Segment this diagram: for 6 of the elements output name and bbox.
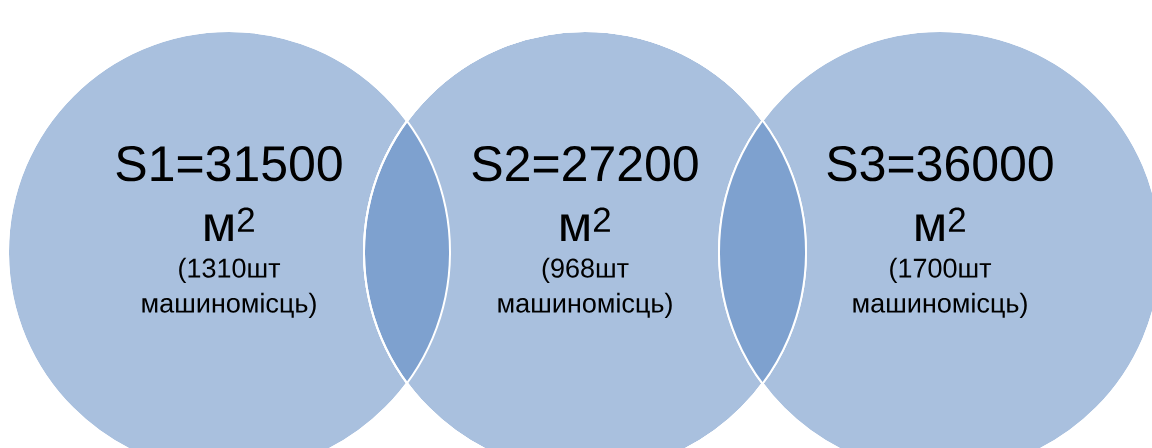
circle-caption: (1700шт машиномісць) bbox=[853, 257, 1027, 319]
circle-caption: (1310шт машиномісць) bbox=[142, 257, 316, 319]
circle-title: S3=36000 м$^{2}$ bbox=[827, 145, 1053, 241]
circle-caption: (968шт машиномісць) bbox=[498, 257, 672, 319]
circle-title: S1=31500 м$^{2}$ bbox=[116, 145, 342, 241]
circle-title: S2=27200 м$^{2}$ bbox=[472, 145, 698, 241]
